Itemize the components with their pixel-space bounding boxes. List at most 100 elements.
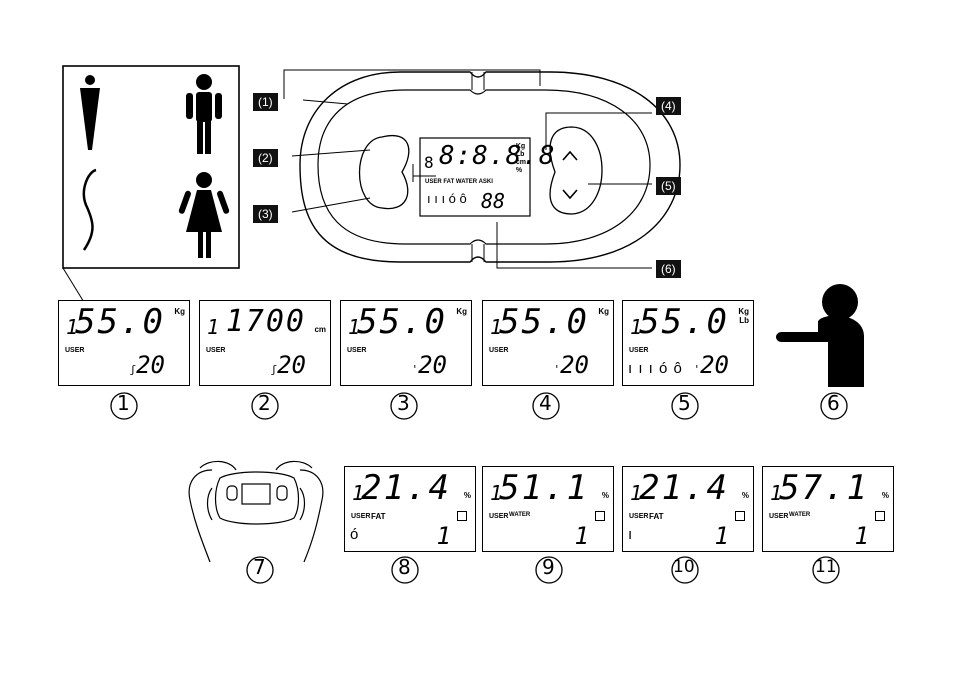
lcd-body-icons: ı ı ı ó ô (628, 360, 683, 377)
lcd-age-value: 20 (560, 351, 589, 379)
lcd-age-value: 20 (700, 351, 729, 379)
step-number-5: 5 (678, 391, 691, 415)
unit-lb: Lb (516, 151, 526, 159)
lcd-step-3: 1 55.0 Kg USER '20 (340, 300, 472, 386)
lcd-unit: Kg (598, 307, 609, 316)
up-arrow-icon (563, 152, 577, 160)
lcd-body-icons: ı (628, 526, 633, 543)
lcd-age: '20 (693, 352, 729, 383)
lcd-step-11: 1 57.1 % USER WATER 1 (762, 466, 894, 552)
main-body-icons: ı ı ı ó ô (427, 191, 467, 206)
step-number-9: 9 (542, 555, 555, 579)
lcd-user-label: USER (347, 347, 366, 354)
man-figure-icon (186, 74, 222, 154)
lcd-value: 21.4 (361, 469, 451, 507)
lcd-unit: cm (314, 325, 326, 334)
callout-2: (2) (253, 149, 278, 167)
lcd-age-value: 1 (437, 523, 451, 549)
label-fat: FAT (443, 179, 454, 185)
woman-figure-icon (178, 172, 230, 258)
lcd-water-label: WATER (789, 512, 810, 518)
lcd-value: 55.0 (357, 303, 447, 341)
lcd-age-value: 20 (136, 351, 165, 379)
lcd-user-label: USER (629, 513, 648, 520)
lcd-step-5: 1 55.0 Kg Lb USER ı ı ı ó ô '20 (622, 300, 754, 386)
lcd-value: 57.1 (779, 469, 869, 507)
lcd-value: 51.1 (499, 469, 589, 507)
lcd-step-8: 1 21.4 % USER FAT ó 1 (344, 466, 476, 552)
male-symbol-icon (80, 75, 100, 150)
label-aski: ASKI (479, 179, 493, 185)
lcd-body-icons: ó (350, 526, 359, 543)
lcd-step-4: 1 55.0 Kg USER '20 (482, 300, 614, 386)
right-electrode (550, 127, 602, 214)
lcd-unit: Kg (174, 307, 185, 316)
lcd-square-indicator (595, 511, 605, 521)
lcd-user-label: USER (769, 513, 788, 520)
left-electrode (360, 136, 409, 209)
callout-4: (4) (656, 97, 681, 115)
main-display: 8:8.8.8 8 Kg Lb cm % USER FAT WATER ASKI… (421, 139, 529, 215)
lcd-value: 21.4 (639, 469, 729, 507)
lcd-unit: % (602, 491, 609, 500)
lcd-age: ʃ20 (129, 352, 165, 383)
lcd-user-label: USER (489, 347, 508, 354)
lcd-unit: Kg Lb (738, 307, 749, 325)
female-symbol-icon (84, 170, 96, 250)
lcd-fat-label: FAT (371, 512, 386, 521)
label-user: USER (425, 179, 442, 185)
lcd-age-value: 1 (715, 523, 729, 549)
step-number-6: 6 (827, 391, 840, 415)
step-number-8: 8 (398, 555, 411, 579)
step-number-1: 1 (117, 391, 130, 415)
label-water: WATER (456, 179, 477, 185)
lcd-unit: % (882, 491, 889, 500)
lcd-unit: Kg (456, 307, 467, 316)
lcd-user-label: USER (351, 513, 370, 520)
lcd-step-9: 1 51.1 % USER WATER 1 (482, 466, 614, 552)
lcd-user-label: USER (206, 347, 225, 354)
lcd-value: 1700 (226, 303, 306, 341)
lcd-age-value: 20 (277, 351, 306, 379)
callout-6: (6) (656, 260, 681, 278)
lcd-slot: 1 (207, 315, 219, 339)
down-arrow-icon (563, 190, 577, 198)
step-number-7: 7 (253, 555, 266, 579)
lcd-fat-label: FAT (649, 512, 664, 521)
step-number-11: 11 (815, 557, 837, 577)
lcd-step-2: 1 1700 cm USER ʃ20 (199, 300, 331, 386)
hands-holding-device-icon (189, 461, 323, 562)
main-units: Kg Lb cm % (516, 143, 526, 175)
lcd-age-value: 20 (418, 351, 447, 379)
callout-5: (5) (656, 177, 681, 195)
lcd-step-1: 1 55.0 Kg USER ʃ20 (58, 300, 190, 386)
lcd-value: 55.0 (75, 303, 165, 341)
unit-kg: Kg (516, 143, 526, 151)
lcd-user-label: USER (489, 513, 508, 520)
lcd-user-label: USER (629, 347, 648, 354)
callout-3: (3) (253, 205, 278, 223)
lcd-age-value: 1 (855, 523, 869, 549)
unit-percent: % (516, 167, 526, 175)
step-number-3: 3 (397, 391, 410, 415)
lcd-age: '20 (411, 352, 447, 383)
lcd-age: '20 (553, 352, 589, 383)
lcd-unit: % (742, 491, 749, 500)
main-labels: USER FAT WATER ASKI (425, 179, 493, 185)
main-age-digits: 88 (481, 189, 505, 213)
main-top-digits: 8:8.8.8 (439, 141, 556, 171)
lcd-age-value: 1 (575, 523, 589, 549)
lcd-user-label: USER (65, 347, 84, 354)
lcd-age: ʃ20 (270, 352, 306, 383)
step-number-2: 2 (258, 391, 271, 415)
lcd-water-label: WATER (509, 512, 530, 518)
main-slot-digit: 8 (424, 153, 434, 172)
lcd-value: 55.0 (499, 303, 589, 341)
callout-1: (1) (253, 93, 278, 111)
lcd-value: 55.0 (639, 303, 729, 341)
unit-cm: cm (516, 159, 526, 167)
lcd-square-indicator (457, 511, 467, 521)
step-number-10: 10 (673, 557, 695, 577)
step-number-4: 4 (539, 391, 552, 415)
person-pointing-icon (776, 284, 864, 387)
